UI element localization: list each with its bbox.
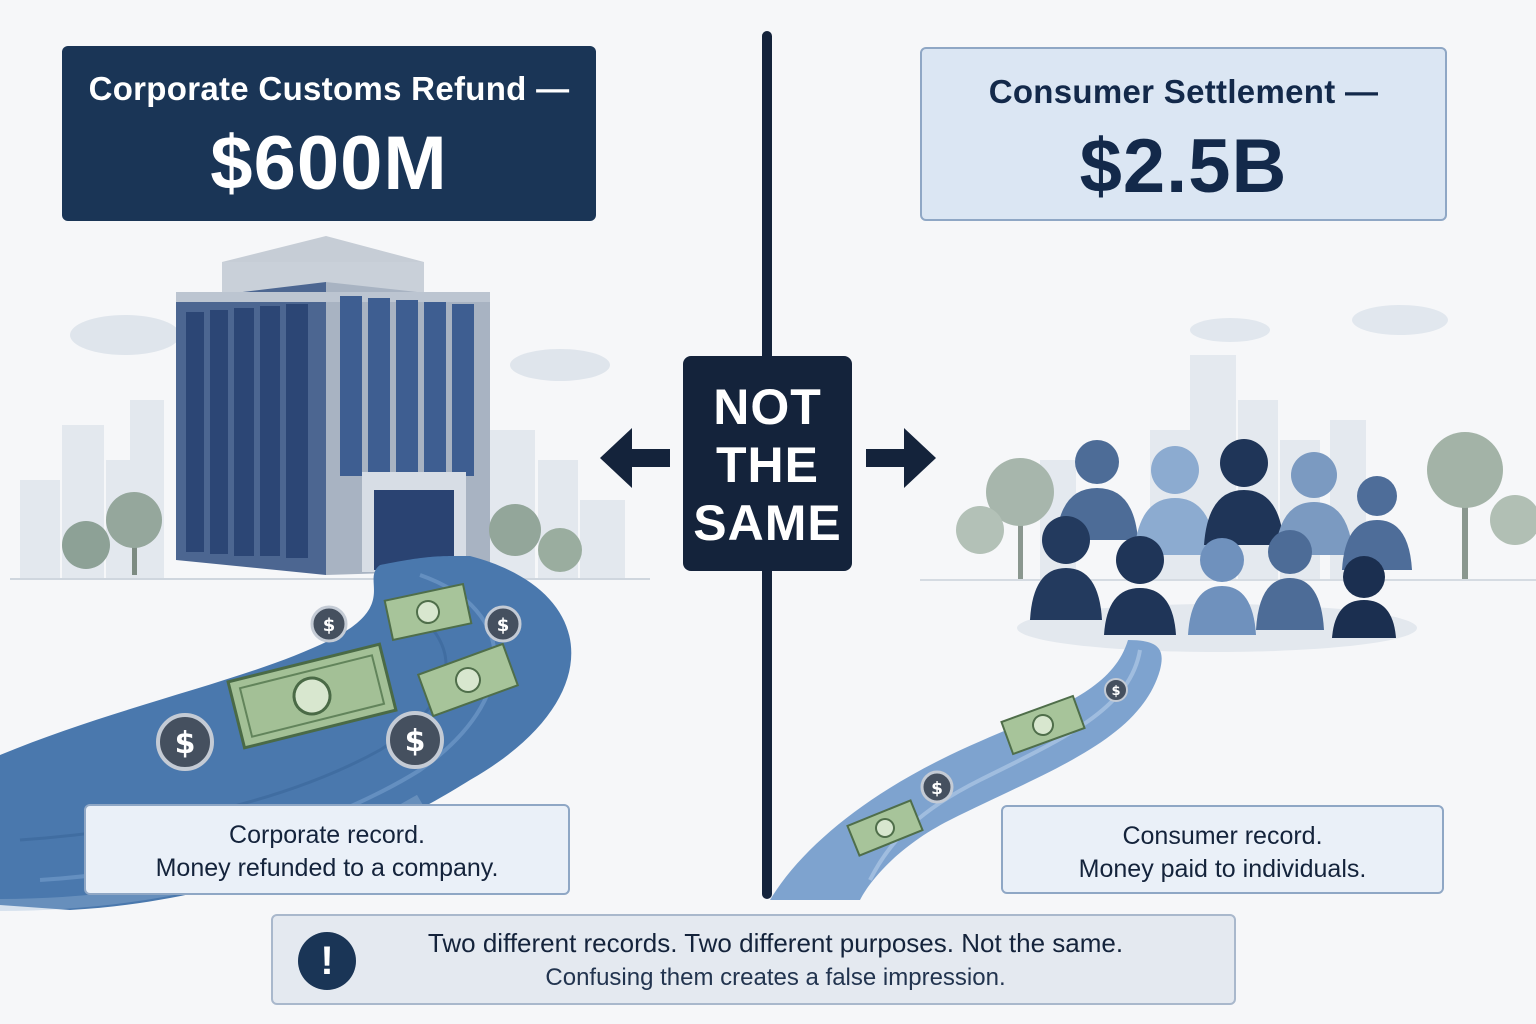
right-arrow-icon	[866, 428, 936, 488]
corporate-caption-line-1: Corporate record.	[229, 821, 425, 849]
left-dollar-bills	[226, 582, 520, 750]
right-clouds	[1190, 305, 1448, 342]
people-crowd-icon	[1030, 439, 1412, 638]
left-trees	[62, 492, 582, 575]
corporate-refund-title: Corporate Customs Refund —	[88, 70, 570, 107]
consumer-settlement-amount: $2.5B	[1079, 124, 1288, 209]
left-dollar-coins: $ $ $ $	[156, 605, 522, 771]
svg-text:$: $	[405, 724, 426, 759]
sign-line-1: NOT	[713, 379, 822, 435]
corporate-record-caption: Corporate record. Money refunded to a co…	[84, 804, 570, 895]
corporate-refund-amount: $600M	[210, 121, 448, 206]
consumer-settlement-title: Consumer Settlement —	[988, 73, 1379, 110]
warning-note: ! Two different records. Two different p…	[271, 914, 1236, 1005]
svg-text:$: $	[323, 615, 336, 636]
right-dollar-coins: $ $	[920, 678, 1128, 804]
svg-text:$: $	[931, 779, 943, 799]
sign-line-3: SAME	[693, 495, 842, 551]
svg-text:$: $	[1111, 684, 1120, 699]
left-clouds	[70, 315, 610, 381]
consumer-record-caption: Consumer record. Money paid to individua…	[1001, 805, 1444, 894]
consumer-caption-line-1: Consumer record.	[1122, 822, 1323, 850]
not-the-same-sign: NOT THE SAME	[683, 356, 852, 571]
office-building-icon	[176, 236, 490, 575]
exclamation-icon: !	[298, 932, 356, 990]
sign-line-2: THE	[716, 437, 819, 493]
consumer-caption-line-2: Money paid to individuals.	[1078, 855, 1367, 883]
left-arrow-icon	[600, 428, 670, 488]
svg-text:$: $	[175, 726, 196, 761]
svg-text:$: $	[497, 615, 510, 636]
consumer-settlement-title-box: Consumer Settlement — $2.5B	[920, 47, 1447, 221]
warning-note-sub: Confusing them creates a false impressio…	[545, 964, 1006, 991]
corporate-caption-line-2: Money refunded to a company.	[155, 854, 499, 882]
corporate-refund-title-box: Corporate Customs Refund — $600M	[62, 46, 596, 221]
right-trees	[956, 432, 1536, 580]
warning-note-main: Two different records. Two different pur…	[427, 928, 1124, 958]
right-dollar-bills	[846, 694, 1086, 857]
